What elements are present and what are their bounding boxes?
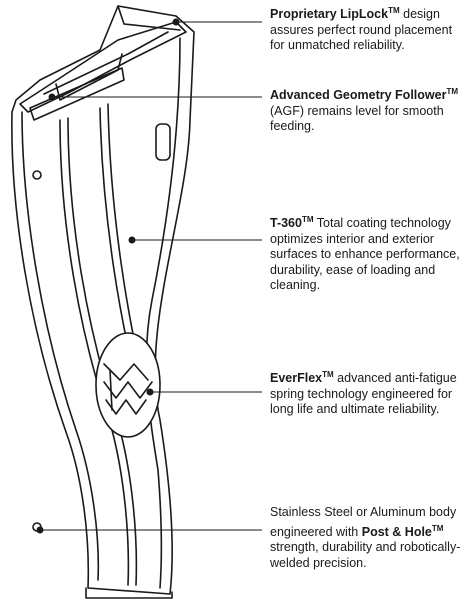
callout-liplock-text: design assures perfect round placement f… [270, 7, 453, 52]
side-window [155, 123, 171, 161]
callout-t360-title: T-360 [270, 216, 302, 230]
callout-agf-title: Advanced Geometry Follower [270, 88, 447, 102]
leader-dot-post-hole [36, 526, 44, 534]
trademark-mark: TM [446, 87, 458, 96]
trademark-mark: TM [431, 523, 444, 533]
trademark-mark: TM [388, 6, 400, 15]
leader-dot-liplock [172, 18, 180, 26]
callout-everflex: EverFlexTM advanced anti-fatigue spring … [270, 367, 470, 418]
callout-t360: T-360TM Total coating technology optimiz… [270, 212, 470, 294]
base-plate [85, 587, 173, 599]
post-hole-top [32, 170, 42, 180]
agf-follower [29, 67, 125, 121]
callout-everflex-title: EverFlex [270, 371, 323, 385]
callout-liplock: Proprietary LipLockTM design assures per… [270, 3, 470, 54]
callout-post-hole: Stainless Steel or Aluminum body enginee… [270, 505, 470, 571]
callout-agf-text: (AGF) remains level for smooth feeding. [270, 103, 444, 134]
magazine-body [11, 5, 195, 595]
leader-dot-t360 [128, 236, 136, 244]
callout-post-hole-title: Post & Hole [361, 524, 432, 539]
callout-liplock-title: Proprietary LipLock [270, 7, 389, 21]
callout-post-hole-text: strength, durability and robotically-wel… [270, 540, 461, 570]
callout-everflex-text: advanced anti-fatigue spring technology … [270, 371, 457, 416]
liplock-feed-lips [19, 21, 187, 113]
callout-agf: Advanced Geometry FollowerTM (AGF) remai… [270, 84, 470, 135]
callout-t360-text: Total coating technology optimizes inter… [270, 216, 460, 292]
callout-post-hole-intro: Stainless Steel or Aluminum body enginee… [270, 505, 457, 539]
leader-dot-agf [48, 93, 56, 101]
spring-coil [103, 363, 149, 381]
trademark-mark: TM [322, 370, 334, 379]
everflex-spring-window [95, 332, 161, 438]
trademark-mark: TM [301, 215, 314, 224]
leader-dot-everflex [146, 388, 154, 396]
